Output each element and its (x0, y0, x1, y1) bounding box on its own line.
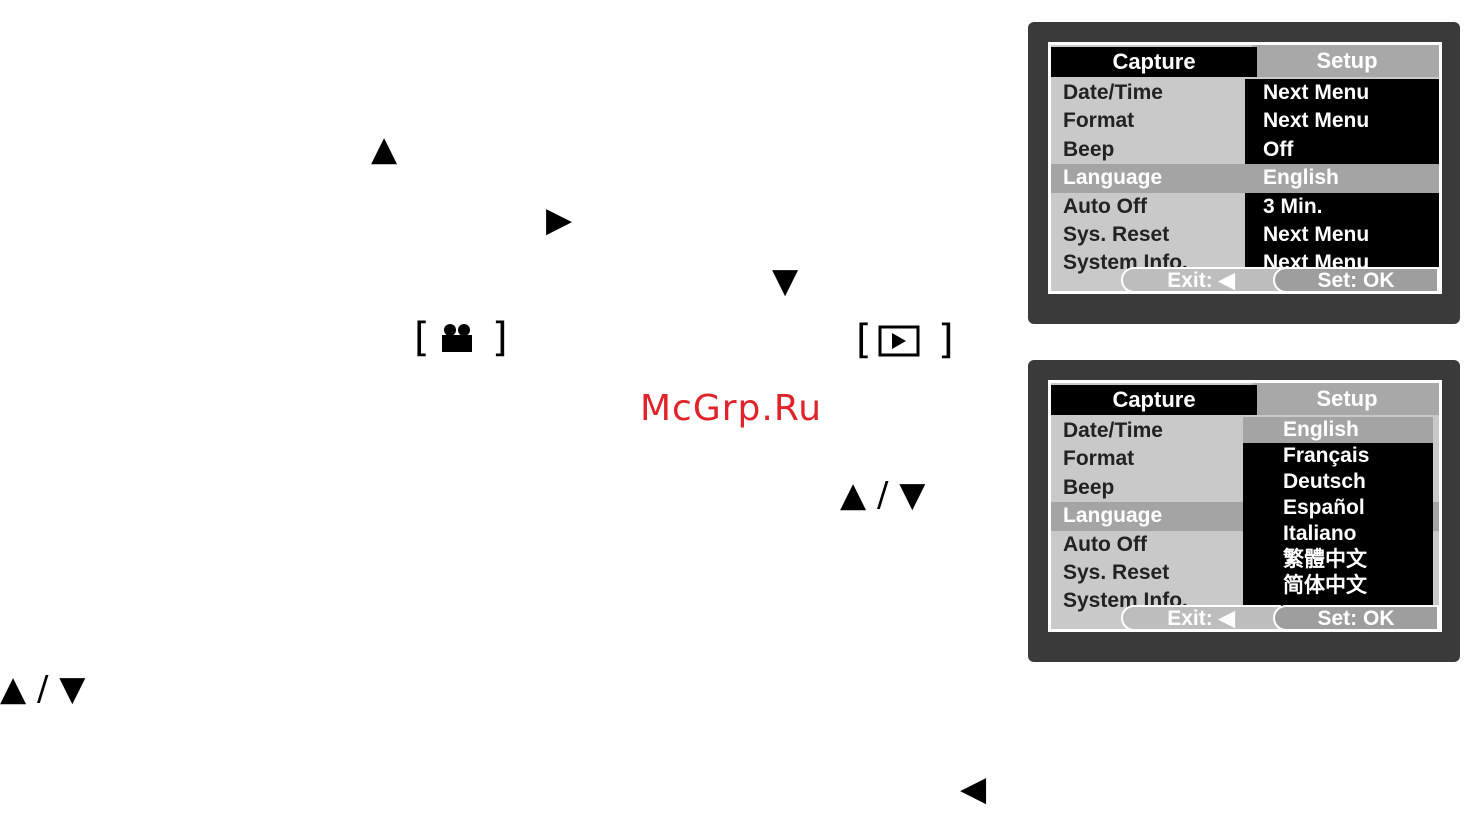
language-option-francais[interactable]: Français (1283, 444, 1370, 467)
menu-row-sys-reset[interactable]: Sys. Reset Next Menu (1051, 220, 1439, 250)
tab-bar: Setup Capture (1051, 45, 1439, 79)
menu-row-label: Date/Time (1063, 419, 1163, 442)
menu-row-date-time[interactable]: Date/Time (1051, 417, 1439, 445)
menu-row-value: 3 Min. (1245, 192, 1439, 221)
down-arrow-icon: ▼ (772, 261, 799, 301)
movie-camera-icon (442, 324, 472, 352)
menu-row-label: Language (1063, 166, 1163, 190)
up-down-arrows-icon: ▲ / ▼ (0, 669, 86, 709)
menu-row-label: Sys. Reset (1063, 222, 1170, 246)
tab-setup[interactable]: Setup (1231, 45, 1439, 77)
menu-rows: Date/Time Next Menu Format Next Menu Bee… (1051, 79, 1439, 278)
playback-icon (878, 325, 920, 357)
bracket-close: ] (938, 317, 954, 363)
bracket-open: [ (414, 315, 430, 361)
language-list: English Français Deutsch Español Italian… (1243, 417, 1433, 613)
bracket-close: ] (492, 315, 508, 361)
tab-bar: Setup Capture (1051, 383, 1439, 417)
language-option-simplified-chinese[interactable]: 简体中文 (1283, 574, 1367, 597)
menu-row-label: Beep (1063, 137, 1115, 161)
menu-row-auto-off[interactable]: Auto Off (1051, 531, 1439, 559)
language-option-traditional-chinese[interactable]: 繁體中文 (1283, 548, 1367, 571)
up-arrow-icon: ▲ (371, 129, 398, 169)
language-option-deutsch[interactable]: Deutsch (1283, 470, 1366, 493)
menu-row-value: Off (1245, 135, 1439, 165)
menu-row-system-info[interactable]: System Info. Next Menu (1051, 249, 1439, 278)
language-option-italiano[interactable]: Italiano (1283, 522, 1357, 545)
left-arrow-icon: ◀ (960, 769, 987, 809)
menu-row-beep[interactable]: Beep (1051, 474, 1439, 502)
up-down-arrows-icon: ▲ / ▼ (840, 475, 926, 515)
setup-menu-screen: Setup Capture Date/Time Next Menu Format… (1028, 22, 1460, 324)
menu-row-label: Beep (1063, 475, 1115, 499)
menu-row-beep[interactable]: Beep Off (1051, 135, 1439, 165)
set-ok-button[interactable]: Set: OK (1273, 605, 1439, 631)
menu-row-label: Date/Time (1063, 81, 1163, 104)
menu-row-format[interactable]: Format (1051, 445, 1439, 473)
menu-row-date-time[interactable]: Date/Time Next Menu (1051, 79, 1439, 108)
menu-row-label: Language (1063, 504, 1163, 528)
right-arrow-icon: ▶ (546, 200, 573, 240)
tab-setup[interactable]: Setup (1231, 383, 1439, 415)
set-ok-button[interactable]: Set: OK (1273, 267, 1439, 293)
menu-row-label: Sys. Reset (1063, 560, 1170, 584)
setup-menu-panel: Setup Capture Date/Time Next Menu Format… (1048, 42, 1442, 294)
menu-row-sys-reset[interactable]: Sys. Reset (1051, 559, 1439, 587)
playback-mode-symbol: [ ] (856, 317, 954, 364)
language-menu-screen: Setup Capture Date/Time Format Beep Lang… (1028, 360, 1460, 662)
menu-row-value: Next Menu (1245, 79, 1439, 108)
menu-row-label: Auto Off (1063, 194, 1147, 218)
language-option-espanol[interactable]: Español (1283, 496, 1365, 519)
menu-footer: Exit: ◀ Set: OK (1121, 605, 1439, 631)
movie-mode-symbol: [ ] (414, 315, 508, 362)
exit-button[interactable]: Exit: ◀ (1121, 605, 1281, 631)
menu-row-value: English (1245, 164, 1439, 193)
menu-row-auto-off[interactable]: Auto Off 3 Min. (1051, 192, 1439, 221)
bracket-open: [ (856, 317, 872, 363)
tab-capture[interactable]: Capture (1051, 47, 1257, 77)
exit-button[interactable]: Exit: ◀ (1121, 267, 1281, 293)
menu-row-format[interactable]: Format Next Menu (1051, 107, 1439, 136)
menu-row-label: Auto Off (1063, 532, 1147, 556)
language-option-english[interactable]: English (1243, 417, 1433, 443)
menu-row-label: Format (1063, 109, 1135, 133)
watermark: McGrp.Ru (640, 388, 823, 429)
menu-row-value: Next Menu (1245, 220, 1439, 250)
menu-row-label: Format (1063, 447, 1135, 471)
menu-row-value: Next Menu (1245, 107, 1439, 136)
language-menu-panel: Setup Capture Date/Time Format Beep Lang… (1048, 380, 1442, 632)
menu-row-language[interactable]: Language English (1051, 164, 1439, 193)
tab-capture[interactable]: Capture (1051, 385, 1257, 415)
menu-footer: Exit: ◀ Set: OK (1121, 267, 1439, 293)
